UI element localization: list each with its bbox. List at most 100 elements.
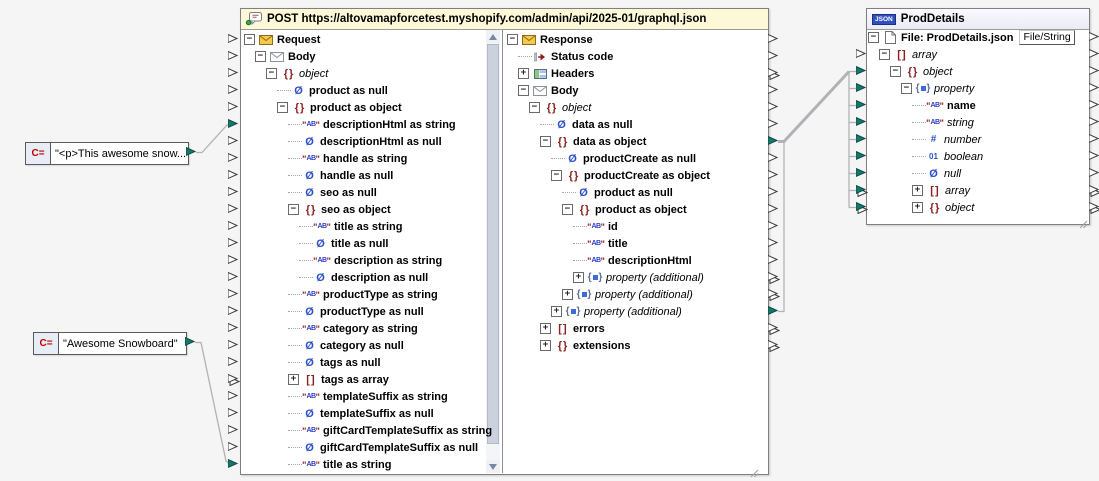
output-connector-arrow[interactable] — [768, 33, 780, 46]
expand-toggle[interactable]: − — [868, 32, 879, 43]
request-row-templatesuffix-as-null[interactable]: ØtemplateSuffix as null — [288, 405, 434, 422]
expand-toggle[interactable]: + — [540, 340, 551, 351]
output-connector-arrow[interactable] — [768, 254, 780, 267]
proddetails-row-boolean[interactable]: 01boolean — [912, 148, 983, 165]
output-connector-arrow[interactable] — [1089, 99, 1099, 112]
input-connector-arrow[interactable] — [228, 458, 240, 471]
input-connector-arrow[interactable] — [228, 322, 240, 335]
output-connector-arrow[interactable] — [768, 271, 780, 284]
expand-toggle[interactable]: − — [529, 102, 540, 113]
input-connector-arrow[interactable] — [228, 305, 240, 318]
request-row-templatesuffix-as-string[interactable]: "AB"templateSuffix as string — [288, 388, 448, 405]
output-connector-arrow[interactable] — [768, 305, 780, 318]
input-connector-arrow[interactable] — [228, 424, 240, 437]
expand-toggle[interactable]: − — [540, 136, 551, 147]
response-row-title[interactable]: "AB"title — [573, 235, 628, 252]
input-connector-arrow[interactable] — [856, 167, 868, 180]
request-row-title-as-null[interactable]: Øtitle as null — [299, 235, 388, 252]
resize-grip[interactable] — [1079, 216, 1088, 234]
input-connector-arrow[interactable] — [228, 33, 240, 46]
request-row-product-as-object[interactable]: −{ }product as object — [277, 99, 402, 116]
request-row-tags-as-array[interactable]: +[ ]tags as array — [288, 371, 389, 388]
expand-toggle[interactable]: + — [540, 323, 551, 334]
scroll-down-button[interactable] — [486, 460, 500, 473]
request-row-description-as-string[interactable]: "AB"description as string — [299, 252, 442, 269]
input-connector-arrow[interactable] — [228, 441, 240, 454]
output-connector-arrow[interactable] — [1089, 82, 1099, 95]
input-connector-arrow[interactable] — [856, 82, 868, 95]
expand-toggle[interactable]: − — [266, 68, 277, 79]
proddetails-row-name[interactable]: "AB"name — [912, 97, 976, 114]
input-connector-arrow[interactable] — [228, 84, 240, 97]
proddetails-row-object[interactable]: −{ }object — [890, 63, 952, 80]
request-row-descriptionhtml-as-null[interactable]: ØdescriptionHtml as null — [288, 133, 442, 150]
expand-toggle[interactable]: + — [551, 306, 562, 317]
request-row-object[interactable]: −{ }object — [266, 65, 328, 82]
output-connector-arrow[interactable] — [768, 322, 780, 335]
input-connector-arrow[interactable] — [228, 152, 240, 165]
input-connector-arrow[interactable] — [228, 390, 240, 403]
proddetails-titlebar[interactable]: JSON ProdDetails — [867, 9, 1089, 30]
proddetails-row-file-proddetails-json[interactable]: −File: ProdDetails.jsonFile/String — [868, 29, 1075, 46]
input-connector-arrow[interactable] — [228, 169, 240, 182]
constant-output-arrow[interactable] — [186, 146, 198, 159]
request-row-request[interactable]: −Request — [244, 31, 320, 48]
input-connector-arrow[interactable] — [228, 237, 240, 250]
request-row-title-as-string[interactable]: "AB"title as string — [288, 456, 391, 473]
output-connector-arrow[interactable] — [1089, 65, 1099, 78]
output-connector-arrow[interactable] — [768, 220, 780, 233]
file-string-button[interactable]: File/String — [1019, 30, 1074, 45]
expand-toggle[interactable]: − — [507, 34, 518, 45]
expand-toggle[interactable]: − — [244, 34, 255, 45]
output-connector-arrow[interactable] — [768, 50, 780, 63]
output-connector-arrow[interactable] — [768, 101, 780, 114]
request-row-title-as-string[interactable]: "AB"title as string — [299, 218, 402, 235]
output-connector-arrow[interactable] — [1089, 133, 1099, 146]
request-row-description-as-null[interactable]: Ødescription as null — [299, 269, 428, 286]
input-connector-arrow[interactable] — [228, 271, 240, 284]
input-connector-arrow[interactable] — [228, 373, 240, 386]
input-connector-arrow[interactable] — [228, 50, 240, 63]
output-connector-arrow[interactable] — [1089, 167, 1099, 180]
input-connector-arrow[interactable] — [856, 48, 868, 61]
input-connector-arrow[interactable] — [856, 65, 868, 78]
request-row-producttype-as-string[interactable]: "AB"productType as string — [288, 286, 438, 303]
output-connector-arrow[interactable] — [768, 169, 780, 182]
expand-toggle[interactable]: + — [912, 202, 923, 213]
response-row-property-additional-[interactable]: +{}property (additional) — [551, 303, 682, 320]
request-row-producttype-as-null[interactable]: ØproductType as null — [288, 303, 424, 320]
input-connector-arrow[interactable] — [228, 186, 240, 199]
request-row-category-as-null[interactable]: Øcategory as null — [288, 337, 404, 354]
connection-data-to-object[interactable] — [778, 72, 849, 142]
request-row-giftcardtemplatesuffix-as-null[interactable]: ØgiftCardTemplateSuffix as null — [288, 439, 478, 456]
connection-const-to-descriptionhtml[interactable] — [196, 125, 230, 153]
response-row-body[interactable]: −Body — [518, 82, 579, 99]
constant-output-arrow[interactable] — [185, 336, 197, 349]
output-connector-arrow[interactable] — [1089, 150, 1099, 163]
proddetails-row-array[interactable]: −[ ]array — [879, 46, 937, 63]
input-connector-arrow[interactable] — [856, 201, 868, 214]
output-connector-arrow[interactable] — [768, 84, 780, 97]
input-connector-arrow[interactable] — [228, 203, 240, 216]
expand-toggle[interactable]: − — [288, 204, 299, 215]
response-row-headers[interactable]: +Headers — [518, 65, 594, 82]
expand-toggle[interactable]: + — [518, 68, 529, 79]
resize-grip[interactable] — [750, 465, 759, 481]
proddetails-row-null[interactable]: Ønull — [912, 165, 961, 182]
proddetails-row-object[interactable]: +{ }object — [912, 199, 974, 216]
output-connector-arrow[interactable] — [1089, 31, 1099, 44]
input-connector-arrow[interactable] — [856, 133, 868, 146]
input-connector-arrow[interactable] — [228, 67, 240, 80]
response-row-data-as-null[interactable]: Ødata as null — [540, 116, 633, 133]
expand-toggle[interactable]: − — [562, 204, 573, 215]
request-row-handle-as-null[interactable]: Øhandle as null — [288, 167, 393, 184]
response-row-productcreate-as-object[interactable]: −{ }productCreate as object — [551, 167, 710, 184]
output-connector-arrow[interactable] — [768, 152, 780, 165]
request-row-seo-as-object[interactable]: −{ }seo as object — [288, 201, 391, 218]
response-row-id[interactable]: "AB"id — [573, 218, 618, 235]
expand-toggle[interactable]: + — [573, 272, 584, 283]
response-row-product-as-object[interactable]: −{ }product as object — [562, 201, 687, 218]
response-row-extensions[interactable]: +{ }extensions — [540, 337, 630, 354]
expand-toggle[interactable]: − — [890, 66, 901, 77]
response-row-data-as-object[interactable]: −{ }data as object — [540, 133, 646, 150]
